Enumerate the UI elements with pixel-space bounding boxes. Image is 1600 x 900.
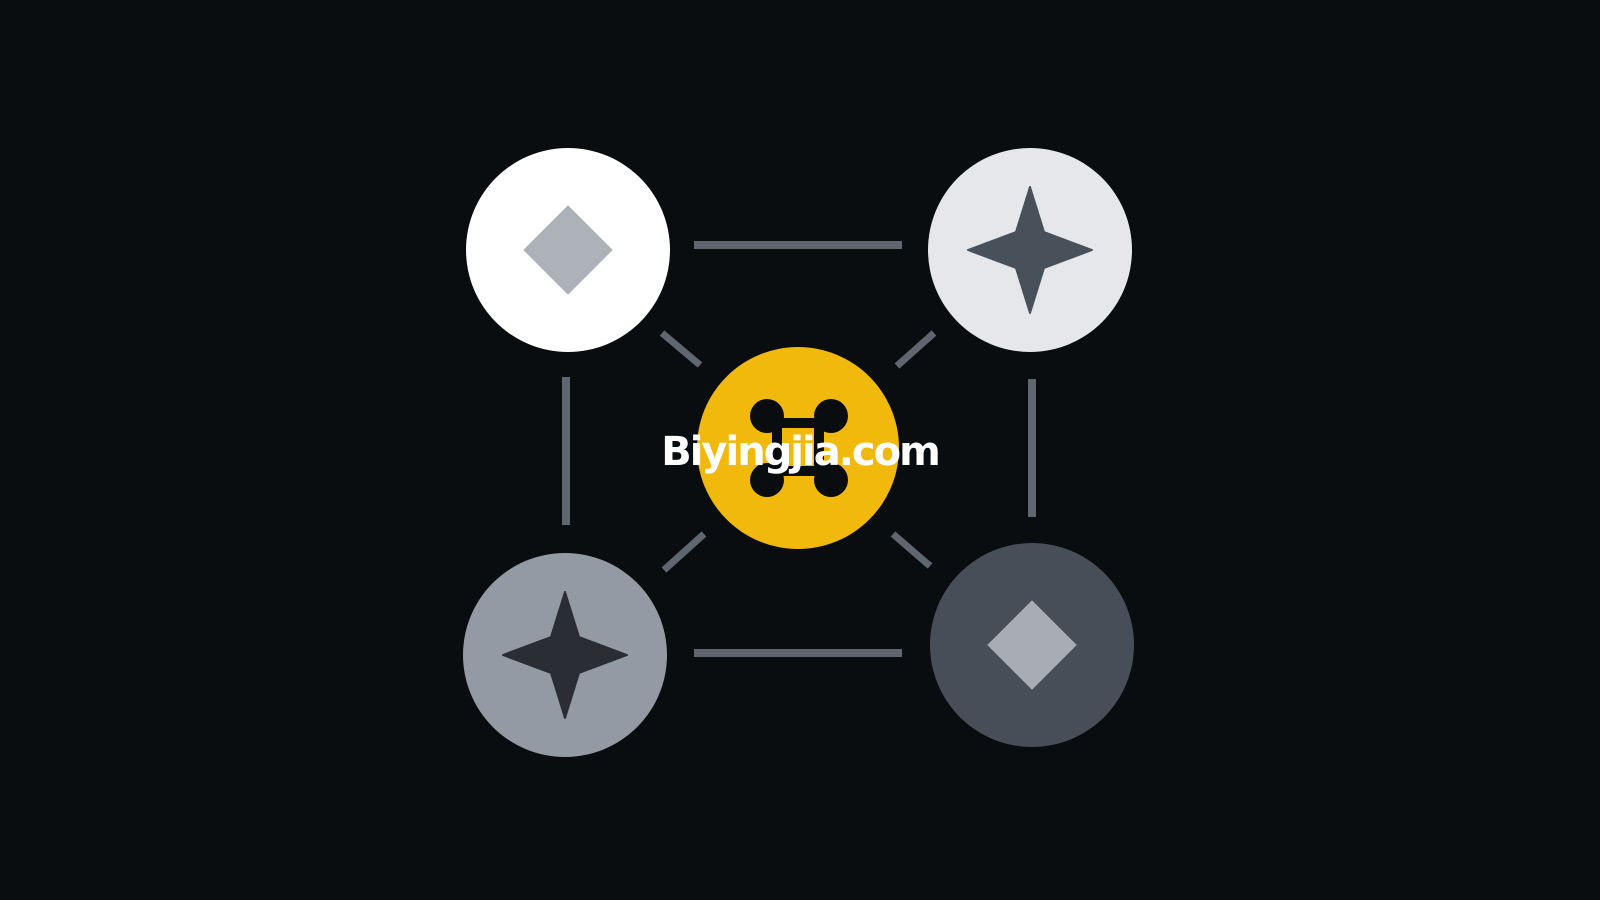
node-bottom-right: [930, 543, 1134, 747]
connector-diagonal-bottom-right: [890, 531, 933, 569]
node-top-left: [466, 148, 670, 352]
hub-node: [697, 347, 899, 549]
node-bottom-left: [463, 553, 667, 757]
connector-diagonal-top-right: [894, 330, 937, 369]
diamond-icon: [987, 600, 1077, 690]
connector-diagonal-top-left: [659, 330, 703, 368]
diamond-icon: [523, 205, 613, 295]
four-point-star-icon: [967, 186, 1093, 314]
connector-diagonal-bottom-left: [661, 531, 707, 573]
connector-lines: [562, 241, 1036, 657]
four-point-star-icon: [502, 591, 628, 719]
node-top-right: [928, 148, 1132, 352]
command-key-icon: [750, 399, 848, 497]
hub-circle: [697, 347, 899, 549]
